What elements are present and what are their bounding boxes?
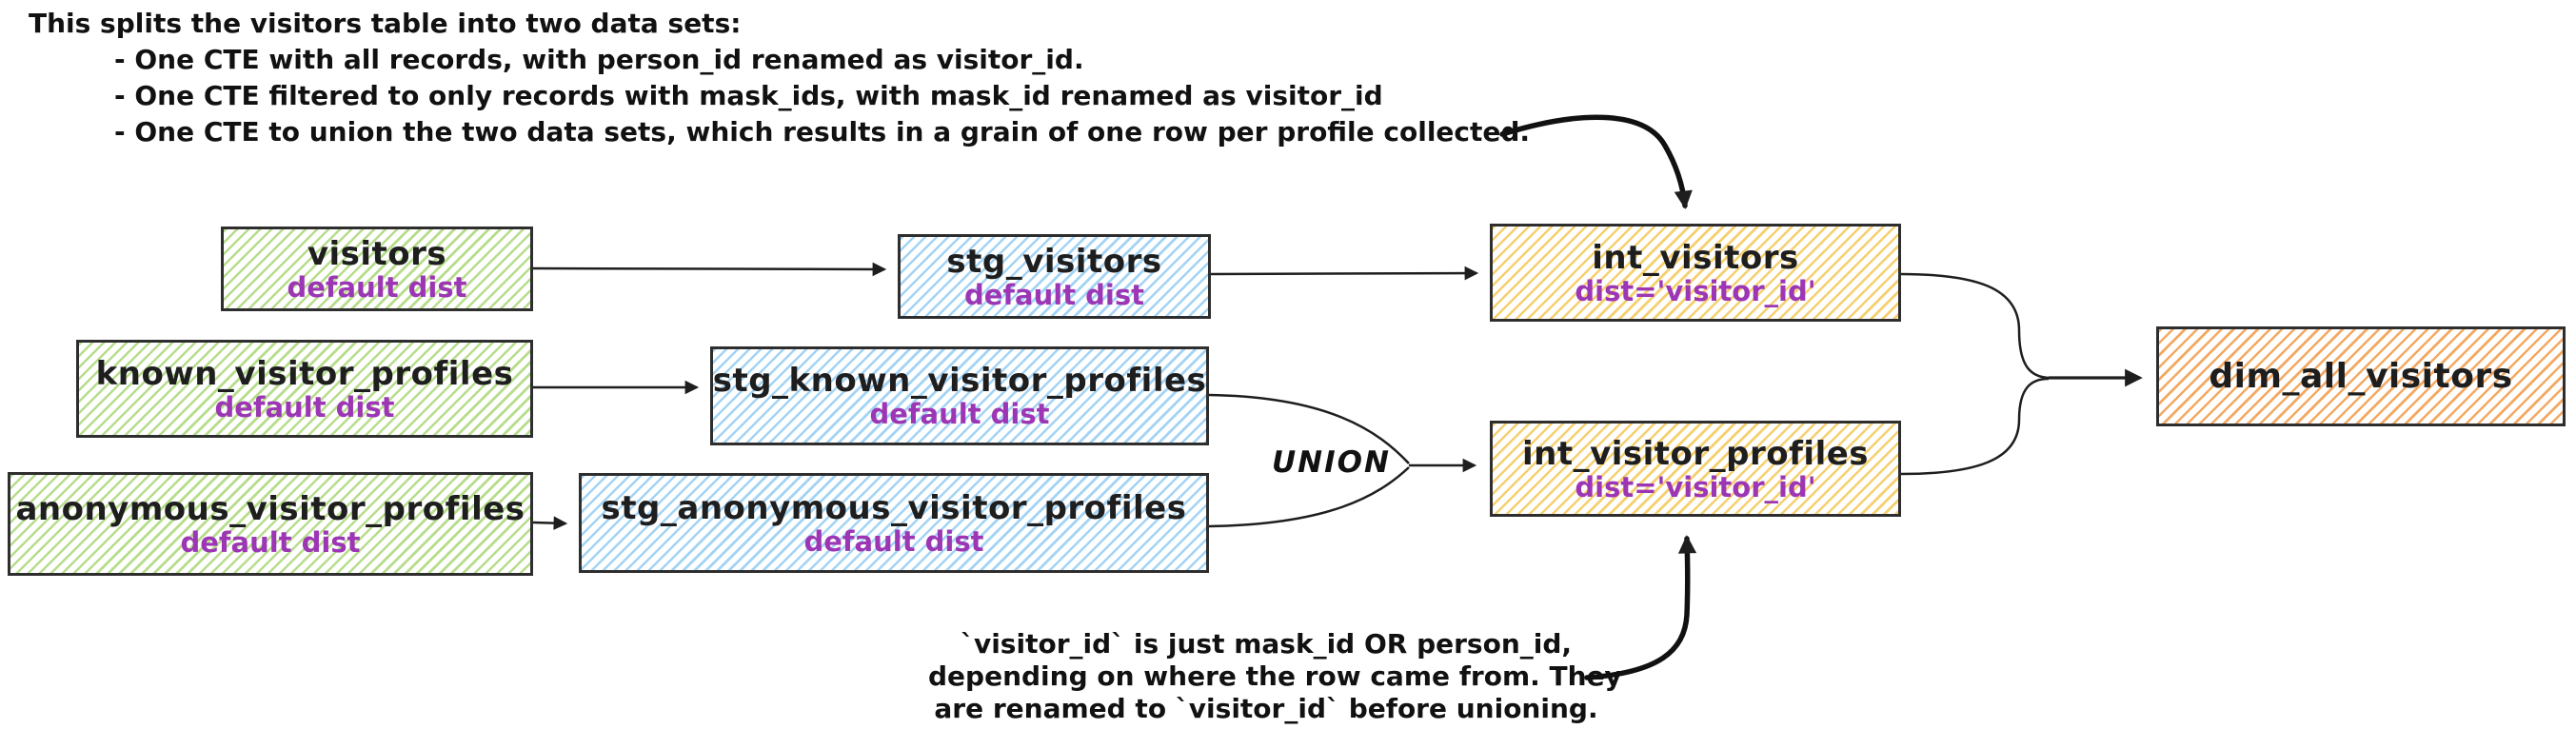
top-annotation-title: This splits the visitors table into two … — [29, 8, 742, 39]
node-title: dim_all_visitors — [2209, 356, 2513, 396]
node-title: int_visitor_profiles — [1521, 434, 1870, 473]
edge-int-visitor-profiles-to-join — [1900, 377, 2050, 476]
bottom-annotation-line-1: `visitor_id` is just mask_id OR person_i… — [960, 628, 1573, 660]
node-subtitle: dist='visitor_id' — [1575, 470, 1816, 503]
node-subtitle: default dist — [803, 524, 984, 558]
node-subtitle: default dist — [287, 270, 467, 304]
node-stg-visitors[interactable]: stg_visitors default dist — [898, 234, 1211, 319]
node-subtitle: default dist — [869, 398, 1050, 430]
node-title: stg_visitors — [946, 242, 1162, 281]
node-stg-anonymous-visitor-profiles[interactable]: stg_anonymous_visitor_profiles default d… — [579, 473, 1209, 573]
top-annotation-bullet-3: - One CTE to union the two data sets, wh… — [114, 116, 1531, 148]
edge-bottom-note-to-int-visitor-profiles — [1584, 535, 1697, 680]
edge-top-note-to-int-visitors — [1499, 114, 1693, 209]
node-int-visitor-profiles[interactable]: int_visitor_profiles dist='visitor_id' — [1490, 421, 1901, 517]
union-label: UNION — [1272, 445, 1391, 480]
node-known-visitor-profiles[interactable]: known_visitor_profiles default dist — [76, 340, 533, 438]
top-annotation-bullet-1: - One CTE with all records, with person_… — [114, 44, 1084, 75]
edge-stg-known-to-union — [1208, 393, 1410, 464]
node-title: anonymous_visitor_profiles — [15, 489, 525, 528]
edge-stg-anonymous-to-union — [1208, 466, 1410, 528]
node-dim-all-visitors[interactable]: dim_all_visitors — [2156, 326, 2566, 426]
node-subtitle: default dist — [964, 278, 1144, 311]
node-stg-known-visitor-profiles[interactable]: stg_known_visitor_profiles default dist — [710, 346, 1209, 445]
bottom-annotation: `visitor_id` is just mask_id OR person_i… — [928, 628, 1622, 725]
bottom-annotation-line-3: are renamed to `visitor_id` before union… — [934, 693, 1598, 724]
edge-int-visitors-to-join — [1900, 272, 2050, 380]
node-visitors[interactable]: visitors default dist — [221, 227, 533, 311]
node-int-visitors[interactable]: int_visitors dist='visitor_id' — [1490, 224, 1901, 322]
edge-anonymous-to-stg-anonymous — [532, 516, 568, 530]
node-title: stg_anonymous_visitor_profiles — [601, 488, 1187, 527]
node-anonymous-visitor-profiles[interactable]: anonymous_visitor_profiles default dist — [8, 472, 533, 576]
edge-visitors-to-stg-visitors — [532, 262, 887, 277]
top-annotation-bullet-2: - One CTE filtered to only records with … — [114, 80, 1383, 111]
node-title: known_visitor_profiles — [95, 354, 514, 393]
node-subtitle: default dist — [214, 390, 395, 424]
node-title: visitors — [307, 234, 447, 273]
node-subtitle: default dist — [180, 525, 361, 559]
node-title: int_visitors — [1592, 238, 1799, 277]
node-title: stg_known_visitor_profiles — [712, 362, 1207, 400]
bottom-annotation-line-2: depending on where the row came from. Th… — [928, 660, 1622, 692]
edge-stg-visitors-to-int-visitors — [1210, 266, 1479, 281]
top-annotation: This splits the visitors table into two … — [29, 6, 1530, 150]
node-subtitle: dist='visitor_id' — [1575, 274, 1816, 307]
